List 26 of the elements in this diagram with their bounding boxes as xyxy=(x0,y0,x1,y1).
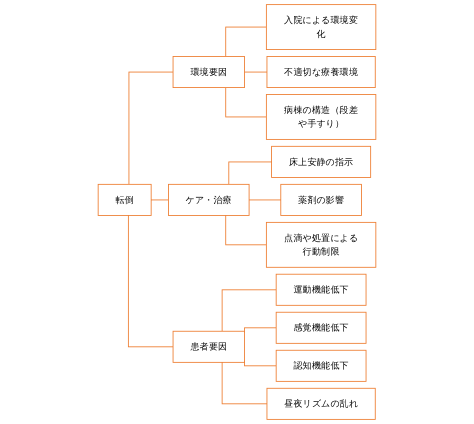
connector xyxy=(128,72,174,185)
connector xyxy=(128,215,174,348)
connector xyxy=(225,87,267,118)
node-box xyxy=(280,184,362,216)
node-box xyxy=(172,56,245,88)
connector xyxy=(225,215,267,246)
connector xyxy=(225,26,267,57)
node-box xyxy=(276,274,366,306)
connector xyxy=(244,327,277,334)
connector xyxy=(248,199,282,200)
node-box xyxy=(168,184,250,216)
connector xyxy=(228,161,272,185)
node-box xyxy=(266,388,376,420)
node-box xyxy=(266,94,376,140)
node-box xyxy=(98,184,152,216)
connector xyxy=(244,360,277,366)
connector xyxy=(222,362,268,404)
connector xyxy=(222,289,277,332)
node-box xyxy=(266,4,376,50)
connector xyxy=(150,199,169,200)
node-box xyxy=(276,350,366,382)
node-box xyxy=(266,56,376,88)
node-box xyxy=(271,146,372,178)
node-box xyxy=(172,330,245,363)
node-box xyxy=(276,312,366,344)
node-box xyxy=(266,222,376,268)
